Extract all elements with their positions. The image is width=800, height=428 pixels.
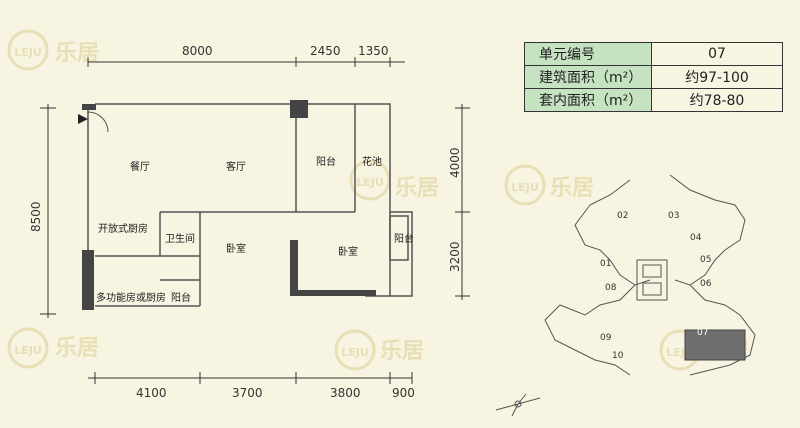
- room-open-kitchen: 开放式厨房: [98, 222, 148, 235]
- watermark-logo: LEJU: [7, 29, 49, 71]
- keyplan-unit: 04: [690, 233, 702, 243]
- key-plan-unit-labels: 02 03 04 05 06 07 01 08 09 10: [600, 211, 712, 361]
- dimension-top-3: 1350: [358, 44, 389, 58]
- room-balcony-top: 阳台: [316, 155, 336, 168]
- keyplan-unit: 02: [617, 211, 628, 221]
- watermark-brand-text: 乐居: [550, 176, 594, 201]
- room-balcony-right: 阳台: [394, 232, 414, 245]
- info-key: 套内面积（m²）: [524, 88, 652, 112]
- watermark-logo-text: LEJU: [14, 46, 42, 59]
- room-dining: 餐厅: [130, 160, 150, 173]
- info-key: 建筑面积（m²）: [524, 65, 652, 89]
- keyplan-unit: 01: [600, 259, 611, 269]
- entrance-arrow-icon: [78, 114, 88, 124]
- dimension-bottom-4: 900: [392, 386, 415, 400]
- watermark-logo-text: LEJU: [511, 181, 539, 194]
- room-living: 客厅: [226, 160, 246, 173]
- table-row: 单元编号 07: [524, 42, 783, 66]
- floor-plan-walls: [87, 103, 413, 307]
- keyplan-unit: 03: [668, 211, 679, 221]
- table-row: 套内面积（m²） 约78-80: [524, 88, 783, 112]
- keyplan-unit: 07: [697, 328, 708, 338]
- room-bathroom: 卫生间: [165, 232, 195, 245]
- key-plan: [544, 174, 756, 376]
- room-bedroom-2: 卧室: [338, 245, 358, 258]
- keyplan-unit: 09: [600, 333, 612, 343]
- dimension-right-1: 4000: [448, 147, 462, 178]
- watermark-logo: LEJU: [349, 159, 391, 201]
- info-key: 单元编号: [524, 42, 652, 66]
- watermark-logo-text: LEJU: [356, 176, 384, 189]
- watermark-logo: LEJU: [504, 164, 546, 206]
- dimension-bottom-2: 3700: [232, 386, 263, 400]
- watermark-brand-text: 乐居: [380, 339, 424, 364]
- room-bedroom-1: 卧室: [226, 242, 246, 255]
- dimension-right-2: 3200: [448, 241, 462, 272]
- dimension-top-1: 8000: [182, 44, 213, 58]
- watermark-brand-text: 乐居: [55, 336, 99, 361]
- keyplan-unit: 05: [700, 255, 711, 265]
- compass-icon: [495, 393, 541, 417]
- dimension-bottom-1: 4100: [136, 386, 167, 400]
- watermark-logo-text: LEJU: [341, 346, 369, 359]
- keyplan-unit: 10: [612, 351, 624, 361]
- door-swing-icon: [87, 111, 109, 133]
- dimension-top-2: 2450: [310, 44, 341, 58]
- info-value: 07: [651, 42, 783, 66]
- info-value: 约97-100: [651, 65, 783, 89]
- room-balcony-bottom: 阳台: [171, 291, 191, 304]
- floor-plan-thick-walls: [82, 100, 376, 310]
- keyplan-unit: 08: [605, 283, 617, 293]
- keyplan-unit: 06: [700, 279, 712, 289]
- info-value: 约78-80: [651, 88, 783, 112]
- room-multipurpose: 多功能房或厨房: [96, 291, 166, 304]
- watermark-logo: LEJU: [334, 329, 376, 371]
- watermark-logo-text: LEJU: [14, 344, 42, 357]
- table-row: 建筑面积（m²） 约97-100: [524, 65, 783, 89]
- room-flower-bed: 花池: [362, 155, 382, 168]
- dimension-bottom-3: 3800: [330, 386, 361, 400]
- dimension-lines: [40, 57, 470, 384]
- watermark-brand-text: 乐居: [395, 176, 439, 201]
- dimension-left-1: 8500: [29, 201, 43, 232]
- watermark-logo: LEJU: [7, 327, 49, 369]
- unit-info-table: 单元编号 07 建筑面积（m²） 约97-100 套内面积（m²） 约78-80: [524, 42, 783, 112]
